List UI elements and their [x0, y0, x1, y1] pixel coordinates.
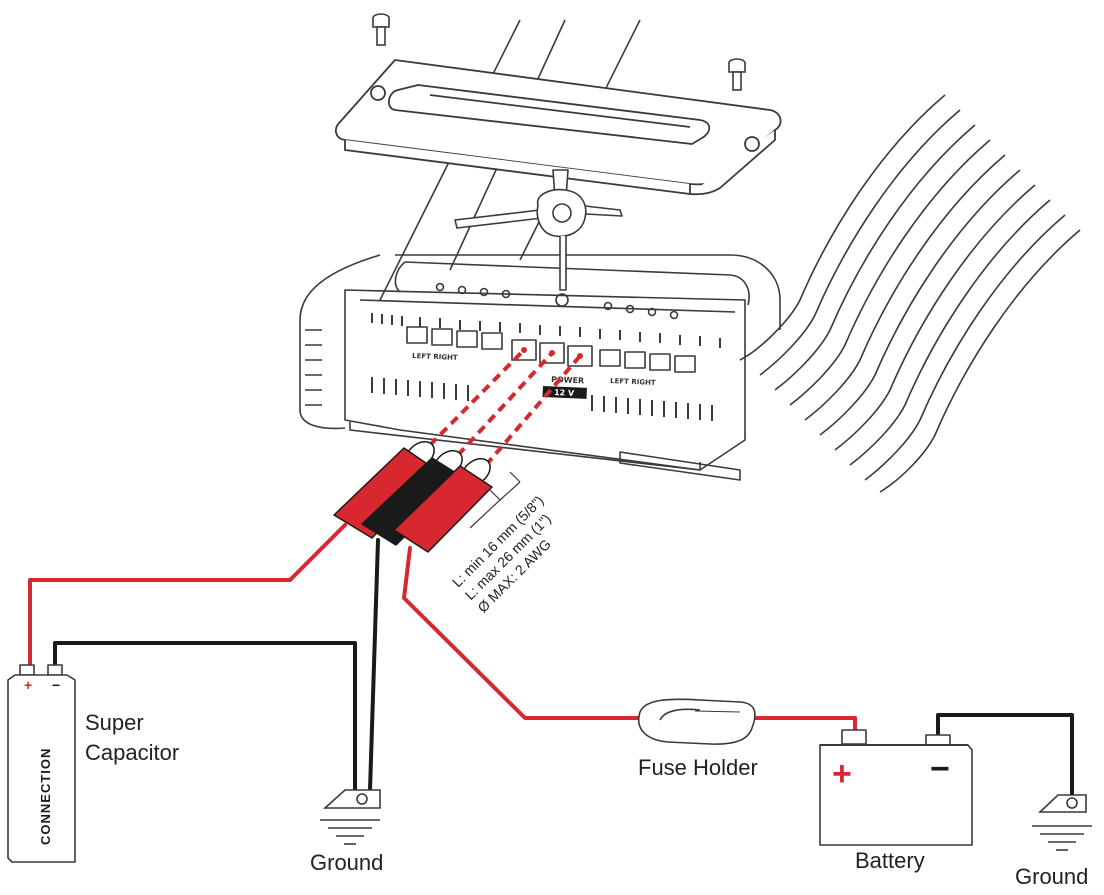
- voltage-label: 12 V: [554, 388, 575, 398]
- front-panel: [344, 289, 746, 471]
- fuse-holder-label: Fuse Holder: [638, 755, 758, 780]
- amplifier: [299, 19, 1081, 493]
- ground-label-left: Ground: [310, 850, 383, 875]
- battery-label: Battery: [855, 848, 925, 873]
- boot-red-right: [393, 465, 493, 553]
- capacitor-plus: +: [24, 677, 32, 693]
- terminal-dots: [521, 347, 583, 359]
- boot-black: [361, 457, 465, 546]
- control-knobs: [435, 282, 679, 320]
- wire-capacitor-positive: [28, 523, 347, 667]
- side-vents: [305, 329, 322, 406]
- mounting-plate: [334, 59, 782, 196]
- power-label: POWER: [551, 375, 584, 385]
- voltage-badge: [542, 386, 587, 399]
- power-terminals: [511, 339, 593, 367]
- capacitor-minus: −: [52, 677, 60, 693]
- speaker-terminals-left: [406, 326, 503, 350]
- wire-amp-ground: [368, 538, 380, 792]
- screw-left: [372, 13, 390, 46]
- battery-minus: −: [930, 750, 950, 788]
- super-capacitor: [7, 664, 76, 863]
- wires: [28, 523, 1074, 797]
- wire-amp-positive: [402, 546, 642, 720]
- cable-boots: [333, 440, 493, 553]
- strip-length-dimension: [469, 471, 521, 529]
- ground-label-right: Ground: [1015, 864, 1088, 889]
- wire-battery-negative: [936, 713, 1074, 797]
- cable-dashes: [428, 348, 582, 467]
- ground-symbol-right: [1032, 794, 1092, 851]
- speaker-terminals-right: [599, 349, 696, 373]
- ground-symbol-left: [320, 789, 381, 845]
- bottom-vents: [371, 377, 713, 421]
- top-vents: [371, 313, 721, 348]
- hex-key-tool: [454, 169, 623, 291]
- capacitor-brand: CONNECTION: [38, 748, 53, 845]
- super-capacitor-label-line2: Capacitor: [85, 740, 179, 765]
- boot-red-left: [333, 447, 437, 539]
- screw-right: [728, 58, 746, 91]
- fuse-holder: [638, 698, 756, 745]
- battery-plus: +: [832, 755, 852, 793]
- wire-capacitor-negative: [53, 641, 357, 792]
- wire-fuse-battery: [750, 716, 857, 732]
- left-speaker-label: LEFT RIGHT: [412, 352, 458, 362]
- heatsink-fins: [739, 94, 1081, 493]
- battery: [819, 729, 973, 846]
- right-speaker-label: LEFT RIGHT: [610, 377, 656, 387]
- super-capacitor-label-line1: Super: [85, 710, 144, 735]
